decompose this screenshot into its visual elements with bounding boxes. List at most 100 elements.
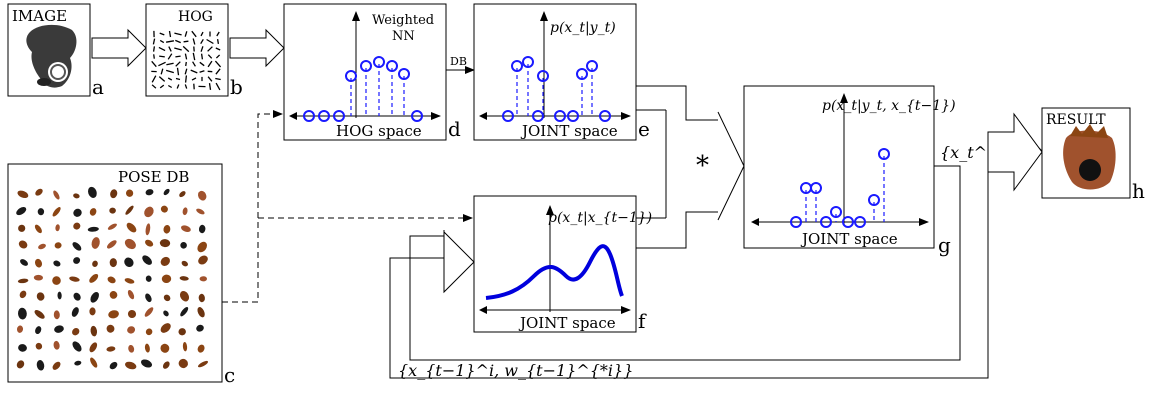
hog-cell-stroke — [208, 83, 212, 90]
pose-thumbnail — [197, 344, 205, 353]
pose-thumbnail — [109, 258, 117, 268]
pose-thumbnail — [73, 222, 81, 230]
pose-thumbnail — [107, 223, 117, 230]
pose-thumbnail — [73, 257, 81, 264]
pose-thumbnail — [145, 239, 154, 247]
pose-thumbnail — [162, 361, 170, 369]
hog-cell-stroke — [184, 84, 188, 89]
pose-thumbnail — [19, 290, 27, 299]
hog-cell-stroke — [207, 60, 213, 68]
hog-descriptor-grid — [151, 30, 222, 91]
pose-thumbnail — [197, 241, 207, 253]
hog-cell-stroke — [159, 32, 165, 36]
pose-thumbnail — [35, 188, 43, 196]
pose-thumbnail — [53, 190, 60, 200]
hog-cell-stroke — [151, 84, 157, 89]
pose-thumbnail — [34, 224, 42, 234]
block-arrow-hog-to-nn — [229, 28, 285, 68]
hog-cell-stroke — [152, 38, 156, 45]
hog-cell-stroke — [174, 32, 182, 36]
pose-thumbnail — [179, 191, 186, 198]
hog-cell-stroke — [199, 61, 205, 67]
pose-thumbnail — [16, 325, 24, 333]
pose-thumbnail — [35, 342, 43, 350]
nn-stems — [303, 56, 423, 122]
pose-thumbnail — [109, 291, 118, 299]
pose-thumbnail — [106, 324, 115, 333]
pose-thumbnail — [91, 237, 100, 249]
hog-cell-stroke — [183, 40, 189, 43]
pose-thumbnail — [90, 357, 98, 368]
hog-cell-stroke — [192, 61, 196, 67]
pose-thumbnail — [108, 310, 119, 319]
pose-thumbnail — [178, 358, 188, 369]
pose-db-to-nn-dashed-arrow — [222, 110, 283, 303]
pose-thumbnail — [16, 360, 25, 369]
hog-cell-stroke — [215, 77, 221, 81]
pose-thumbnail — [38, 243, 46, 250]
pose-thumbnail — [18, 240, 28, 249]
pose-thumbnail — [160, 205, 168, 213]
panel-posterior-letter: g — [938, 233, 951, 257]
pose-thumbnail — [109, 361, 118, 370]
pose-thumbnail — [145, 223, 151, 236]
pose-thumbnail — [182, 342, 188, 352]
pose-thumbnail — [127, 326, 136, 334]
nn-title-line2: NN — [392, 29, 415, 44]
hog-cell-stroke — [192, 38, 196, 45]
pose-thumbnail — [109, 207, 116, 214]
hog-cell-stroke — [175, 61, 181, 67]
pose-thumbnail — [145, 293, 152, 303]
pose-thumbnail — [74, 360, 82, 366]
hog-cell-stroke — [168, 46, 172, 52]
pose-thumbnail — [89, 342, 98, 353]
pose-thumbnail — [73, 292, 81, 301]
hog-cell-stroke — [182, 45, 190, 53]
hog-cell-stroke — [152, 46, 156, 52]
pose-thumbnail — [36, 360, 45, 371]
result-hand-image — [1063, 124, 1116, 190]
pose-thumbnail — [179, 290, 190, 302]
feedback-particles-label: {x_{t−1}^i, w_{t−1}^{*i}} — [398, 361, 633, 380]
pose-thumbnail — [72, 328, 80, 336]
hog-cell-stroke — [215, 82, 221, 91]
pose-thumbnail — [34, 310, 45, 319]
panel-likelihood: p(x_t|y_t) JOINT space — [473, 3, 650, 141]
pose-thumbnail — [144, 343, 150, 353]
pose-thumbnail — [17, 307, 27, 320]
pose-thumbnail — [52, 276, 61, 285]
pose-thumbnail — [92, 260, 98, 267]
pose-thumbnail — [73, 208, 82, 217]
pose-thumbnail — [145, 189, 154, 196]
posterior-x-axis-label: JOINT space — [800, 230, 898, 248]
block-arrow-posterior-to-result — [987, 112, 1043, 192]
pose-thumbnail — [52, 361, 61, 370]
pose-thumbnail — [140, 359, 153, 368]
pose-thumbnail — [72, 341, 82, 352]
pose-thumbnail — [71, 307, 79, 317]
pose-thumbnail — [125, 205, 134, 215]
prior-density-curve — [485, 244, 624, 300]
hog-cell-stroke — [158, 76, 166, 82]
hog-cell-stroke — [185, 61, 187, 67]
pose-thumbnail — [196, 208, 205, 215]
hog-cell-stroke — [168, 30, 172, 38]
hog-cell-stroke — [206, 38, 214, 45]
pose-thumbnail — [69, 276, 80, 282]
hog-cell-stroke — [207, 46, 213, 52]
panel-hog-title: HOG — [178, 9, 213, 25]
pose-thumbnail — [198, 224, 206, 234]
hog-cell-stroke — [165, 40, 175, 43]
result-title: RESULT — [1046, 112, 1106, 128]
hog-cell-stroke — [184, 53, 188, 60]
hog-cell-stroke — [176, 67, 180, 76]
pose-thumbnail — [196, 324, 204, 332]
pose-thumbnail — [125, 189, 134, 197]
pose-thumbnail — [17, 190, 29, 199]
pose-thumbnail — [159, 239, 171, 248]
hog-cell-stroke — [166, 62, 174, 66]
pose-thumbnail — [163, 188, 170, 196]
nn-x-axis-label: HOG space — [336, 122, 422, 140]
